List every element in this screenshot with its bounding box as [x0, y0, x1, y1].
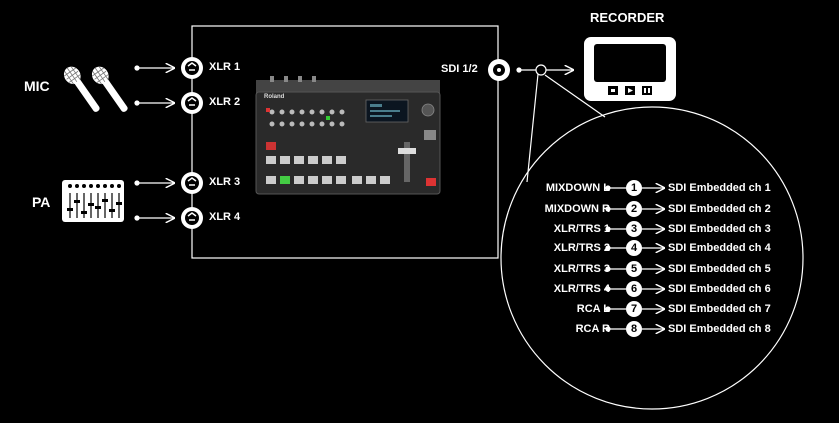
recorder-title: RECORDER — [590, 10, 665, 25]
channel-number-badge: 3 — [626, 221, 642, 237]
channel-source: RCA L — [576, 303, 610, 315]
sdi-output-connector-icon — [488, 59, 510, 81]
device-outline — [191, 25, 499, 259]
channel-number-badge: 7 — [626, 301, 642, 317]
sdi-output-label: SDI 1/2 — [441, 63, 478, 75]
channel-number-badge: 5 — [626, 261, 642, 277]
channel-map-row: XLR/TRS 1 3 SDI Embedded ch 3 — [510, 221, 800, 239]
microphone-icon — [63, 66, 128, 112]
channel-number-badge: 2 — [626, 201, 642, 217]
channel-number-badge: 1 — [626, 180, 642, 196]
mixer-console-icon — [62, 180, 124, 222]
channel-source: XLR/TRS 3 — [553, 263, 610, 275]
channel-number-badge: 8 — [626, 321, 642, 337]
channel-source: MIXDOWN R — [544, 203, 610, 215]
channel-map-row: RCA R 8 SDI Embedded ch 8 — [510, 321, 800, 339]
channel-destination: SDI Embedded ch 6 — [668, 283, 771, 295]
channel-source: RCA R — [575, 323, 610, 335]
channel-source: XLR/TRS 1 — [553, 223, 610, 235]
channel-source: MIXDOWN L — [545, 182, 610, 194]
channel-map-row: XLR/TRS 3 5 SDI Embedded ch 5 — [510, 261, 800, 279]
xlr-2-label: XLR 2 — [209, 96, 241, 108]
channel-source: XLR/TRS 4 — [553, 283, 610, 295]
xlr-connector-icon — [181, 57, 203, 229]
channel-map-row: MIXDOWN R 2 SDI Embedded ch 2 — [510, 201, 800, 219]
channel-map-row: RCA L 7 SDI Embedded ch 7 — [510, 301, 800, 319]
channel-destination: SDI Embedded ch 7 — [668, 303, 771, 315]
magnifier-callout — [500, 73, 804, 410]
channel-destination: SDI Embedded ch 8 — [668, 323, 771, 335]
channel-map-row: MIXDOWN L 1 SDI Embedded ch 1 — [510, 180, 800, 198]
channel-destination: SDI Embedded ch 4 — [668, 242, 771, 254]
channel-destination: SDI Embedded ch 2 — [668, 203, 771, 215]
pa-label: PA — [32, 194, 51, 210]
xlr-1-label: XLR 1 — [209, 61, 241, 73]
xlr-3-label: XLR 3 — [209, 176, 241, 188]
channel-number-badge: 4 — [626, 240, 642, 256]
channel-number-badge: 6 — [626, 281, 642, 297]
device-logo: Roland — [264, 94, 285, 100]
input-connector-lines — [134, 66, 174, 220]
video-switcher-device — [255, 76, 441, 195]
channel-destination: SDI Embedded ch 1 — [668, 182, 771, 194]
recorder-icon — [584, 37, 676, 101]
channel-map-row: XLR/TRS 4 6 SDI Embedded ch 6 — [510, 281, 800, 299]
mic-label: MIC — [24, 78, 50, 94]
xlr-4-label: XLR 4 — [209, 211, 241, 223]
channel-destination: SDI Embedded ch 3 — [668, 223, 771, 235]
channel-source: XLR/TRS 2 — [553, 242, 610, 254]
channel-map-lines — [605, 186, 664, 331]
sdi-output-line — [516, 64, 573, 76]
channel-destination: SDI Embedded ch 5 — [668, 263, 771, 275]
channel-map-row: XLR/TRS 2 4 SDI Embedded ch 4 — [510, 240, 800, 258]
